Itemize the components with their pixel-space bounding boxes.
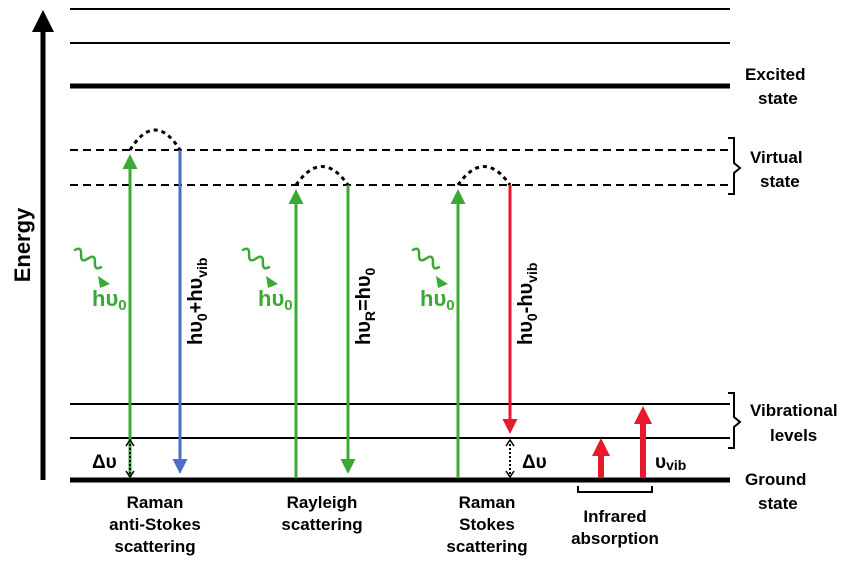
- infrared-bracket: [577, 486, 653, 493]
- virtual-state-label-1: Virtual: [750, 148, 803, 167]
- svg-text:Infrared: Infrared: [583, 507, 646, 526]
- svg-text:Rayleigh: Rayleigh: [287, 493, 358, 512]
- svg-text:scattering: scattering: [114, 537, 195, 556]
- rayleigh-virtual-arc: [294, 165, 350, 186]
- delta-down-head: [125, 470, 135, 479]
- vibrational-levels-label-1: Vibrational: [750, 401, 838, 420]
- stokes-virtual-arc: [456, 165, 512, 186]
- rayleigh-emission-label: hυR=hυ0: [353, 267, 378, 345]
- anti-stokes-emission-label: hυ0+hυvib: [185, 258, 210, 345]
- infrared-process-label: Infrared absorption: [571, 507, 659, 548]
- vib-frequency-label: υvib: [655, 452, 686, 473]
- delta-up-head: [125, 438, 135, 447]
- incident-photon-label-3: hυ0: [420, 286, 455, 314]
- vibrational-levels-label-2: levels: [770, 426, 817, 445]
- anti-stokes-delta-label: Δυ: [92, 452, 117, 473]
- stokes-delta-down-head: [505, 470, 515, 479]
- stokes-delta-label: Δυ: [522, 452, 547, 473]
- anti-stokes-virtual-arc: [128, 128, 182, 151]
- svg-text:anti-Stokes: anti-Stokes: [109, 515, 201, 534]
- stokes-process-label: Raman Stokes scattering: [446, 493, 527, 556]
- ground-state-label-2: state: [758, 494, 798, 513]
- svg-text:scattering: scattering: [446, 537, 527, 556]
- virtual-state-label-2: state: [760, 172, 800, 191]
- svg-text:Stokes: Stokes: [459, 515, 515, 534]
- incident-photon-2: [241, 247, 278, 288]
- stokes-emission-label: hυ0-hυvib: [515, 263, 540, 345]
- excited-state-label-2: state: [758, 89, 798, 108]
- svg-text:scattering: scattering: [281, 515, 362, 534]
- ir-arrow-large: [634, 406, 652, 478]
- svg-text:Raman: Raman: [127, 493, 184, 512]
- ir-arrow-small: [592, 438, 610, 478]
- anti-stokes-process-label: Raman anti-Stokes scattering: [109, 493, 201, 556]
- svg-text:absorption: absorption: [571, 529, 659, 548]
- svg-text:Raman: Raman: [459, 493, 516, 512]
- rayleigh-process-label: Rayleigh scattering: [281, 493, 362, 534]
- ground-state-label-1: Ground: [745, 470, 806, 489]
- stokes-delta-up-head: [505, 438, 515, 447]
- incident-photon-3: [411, 247, 448, 288]
- virtual-state-bracket: [728, 137, 742, 195]
- incident-photon-label-1: hυ0: [92, 286, 127, 314]
- energy-axis-label: Energy: [10, 207, 35, 282]
- incident-photon-1: [73, 247, 110, 288]
- energy-axis: [32, 10, 54, 480]
- vibrational-levels-bracket: [728, 392, 742, 449]
- incident-photon-label-2: hυ0: [258, 286, 293, 314]
- excited-state-label-1: Excited: [745, 65, 805, 84]
